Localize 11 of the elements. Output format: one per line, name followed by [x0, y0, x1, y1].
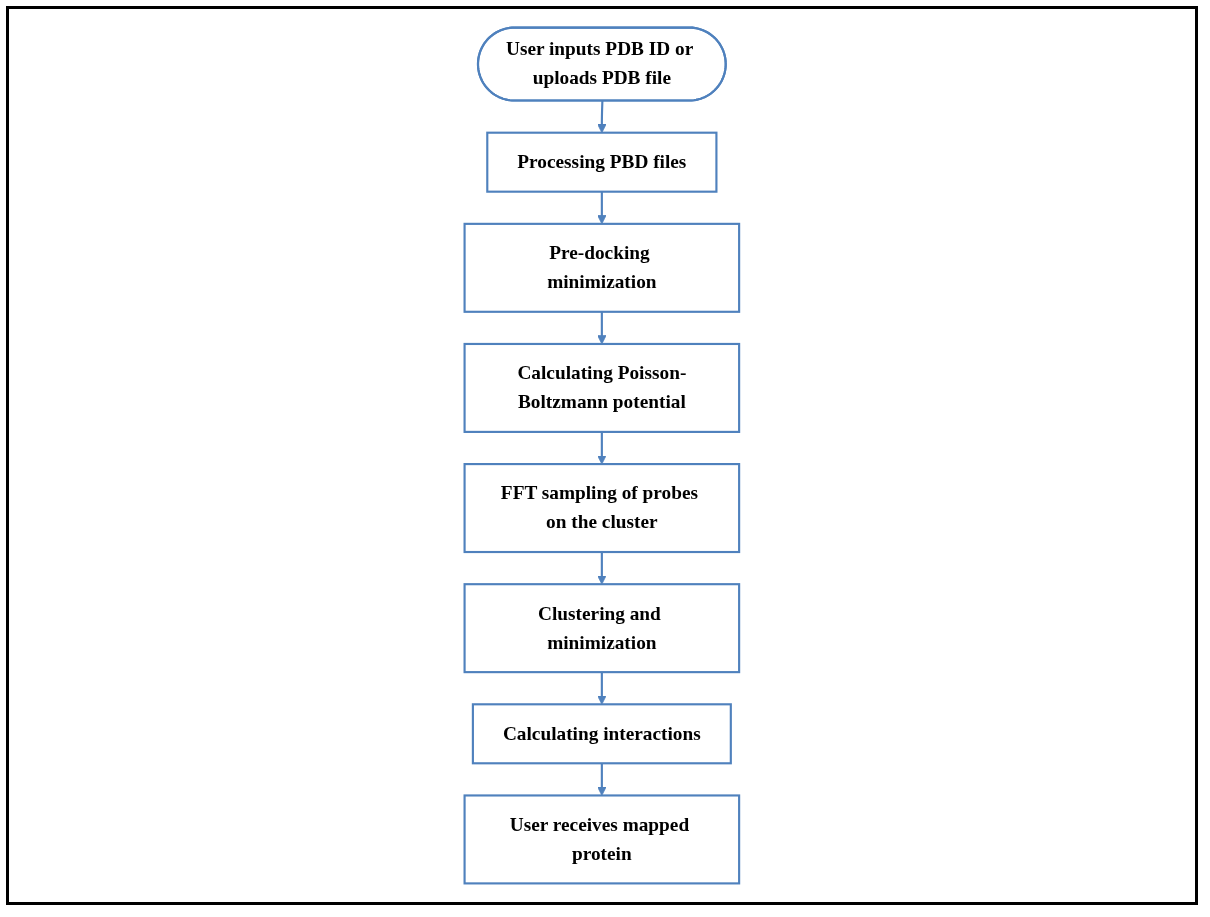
- arrow: [597, 431, 607, 465]
- arrow: [597, 763, 607, 796]
- node-box: Processing PBD files: [486, 131, 718, 193]
- arrow: [597, 672, 607, 705]
- node-box: FFT sampling of probes on the cluster: [463, 463, 741, 554]
- node-box: User receives mapped protein: [463, 794, 741, 885]
- node-box: Calculating Poisson-Boltzmann potential: [463, 342, 741, 433]
- node-box: Clustering and minimization: [463, 583, 741, 674]
- node-box: Pre-docking minimization: [463, 222, 741, 313]
- arrow: [597, 552, 607, 585]
- node-box: Calculating interactions: [471, 703, 733, 765]
